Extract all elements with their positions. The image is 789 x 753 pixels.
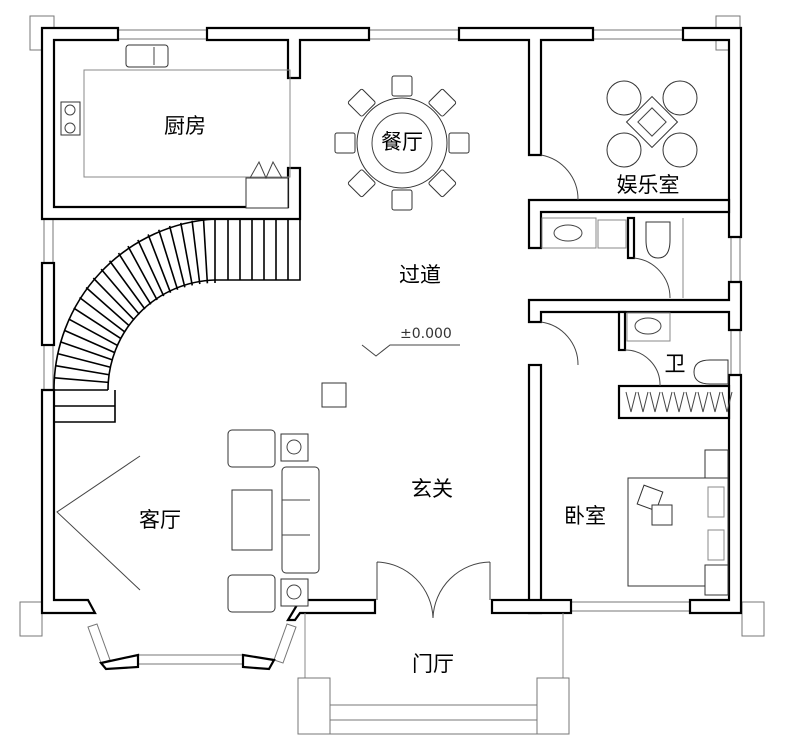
- side-table-icon: [280, 433, 309, 462]
- porch: [297, 613, 570, 735]
- hanger-icon: [637, 391, 649, 413]
- stair-tread: [127, 245, 158, 301]
- door-bath-1: [633, 257, 671, 299]
- room-label-bedroom: 卧室: [564, 504, 606, 528]
- dining-chair-icon: [428, 169, 457, 198]
- dining-chair-icon: [428, 88, 457, 117]
- stair-tread: [55, 364, 110, 376]
- dining-chair-icon: [334, 132, 356, 154]
- dining-chair-icon: [391, 189, 413, 211]
- walls: [40, 26, 743, 671]
- stair-tread: [168, 225, 186, 288]
- hanger-icon: [625, 391, 637, 413]
- dining-chair-icon: [347, 169, 376, 198]
- stair-tread: [157, 229, 179, 290]
- coffee-table-icon: [231, 489, 273, 551]
- stair-tread: [54, 377, 109, 384]
- room-label-dining: 餐厅: [381, 130, 423, 154]
- hanger-icon: [685, 391, 697, 413]
- door-entertainment: [540, 154, 579, 201]
- dining-chair-icon: [347, 88, 376, 117]
- stair-tread: [60, 341, 113, 361]
- stair-tread: [202, 219, 209, 284]
- fridge-icon: [245, 177, 289, 209]
- front-door-left: [376, 561, 434, 619]
- stair-tread: [100, 268, 140, 315]
- sofa-icon: [281, 466, 320, 574]
- room-label-foyer: 玄关: [411, 477, 453, 501]
- toilet-icon-2: [693, 359, 729, 385]
- hanger-icon: [697, 391, 709, 413]
- elevation-marker: ±0.000: [361, 326, 460, 357]
- dining-chair-icon: [448, 132, 470, 154]
- stair-tread: [191, 220, 201, 285]
- door-bedroom: [540, 321, 579, 366]
- elevation-label: ±0.000: [400, 326, 452, 342]
- washbasin-icon: [553, 224, 583, 242]
- bathroom-fixtures: [541, 217, 729, 385]
- living-furniture: [56, 382, 347, 613]
- wardrobe: [625, 391, 733, 413]
- front-door-right: [432, 561, 491, 619]
- room-label-kitchen: 厨房: [164, 114, 206, 138]
- stair-tread: [68, 318, 119, 347]
- nightstand-icon: [704, 564, 729, 596]
- toilet-icon: [645, 221, 671, 259]
- hanger-icon: [721, 391, 733, 413]
- room-label-porch: 门厅: [412, 652, 454, 676]
- stair-tread: [79, 296, 126, 333]
- bed: [627, 449, 729, 596]
- stair-tread: [179, 222, 194, 286]
- corner-posts: [19, 15, 765, 637]
- stair-tread: [108, 260, 146, 310]
- nightstand-icon: [704, 449, 729, 479]
- washing-machine-icon: [597, 219, 627, 249]
- stair-tread: [73, 307, 122, 340]
- room-label-living: 客厅: [139, 508, 181, 532]
- room-label-entertainment: 娱乐室: [617, 173, 680, 197]
- stair-tread: [85, 286, 130, 327]
- stair-tread: [63, 329, 116, 354]
- side-table-icon: [280, 578, 309, 607]
- door-bath-2: [624, 349, 661, 387]
- hanger-icon: [673, 391, 685, 413]
- column-icon: [321, 382, 347, 408]
- spiral-staircase: [53, 218, 301, 423]
- dining-table: [334, 75, 470, 211]
- hanger-icon: [709, 391, 721, 413]
- stair-tread: [137, 239, 165, 297]
- sink-icon: [125, 44, 169, 68]
- stove-icon: [60, 101, 81, 136]
- room-label-bathroom: 卫: [665, 352, 686, 376]
- armchair-icon: [227, 429, 276, 468]
- doors: [376, 154, 671, 619]
- armchair-icon: [227, 574, 276, 613]
- porch-column: [297, 677, 331, 735]
- stair-tread: [147, 234, 172, 293]
- mahjong-table: [606, 80, 698, 168]
- stair-tread: [57, 352, 111, 369]
- washbasin-icon-2: [634, 317, 662, 335]
- tv-wall-lines: [56, 455, 141, 591]
- stair-tread: [92, 277, 135, 321]
- room-label-corridor: 过道: [399, 263, 441, 287]
- hanger-icon: [649, 391, 661, 413]
- dining-chair-icon: [391, 75, 413, 97]
- kitchen-fixtures: [60, 44, 291, 209]
- porch-column: [536, 677, 570, 735]
- hanger-icon: [661, 391, 673, 413]
- stair-tread: [117, 252, 152, 305]
